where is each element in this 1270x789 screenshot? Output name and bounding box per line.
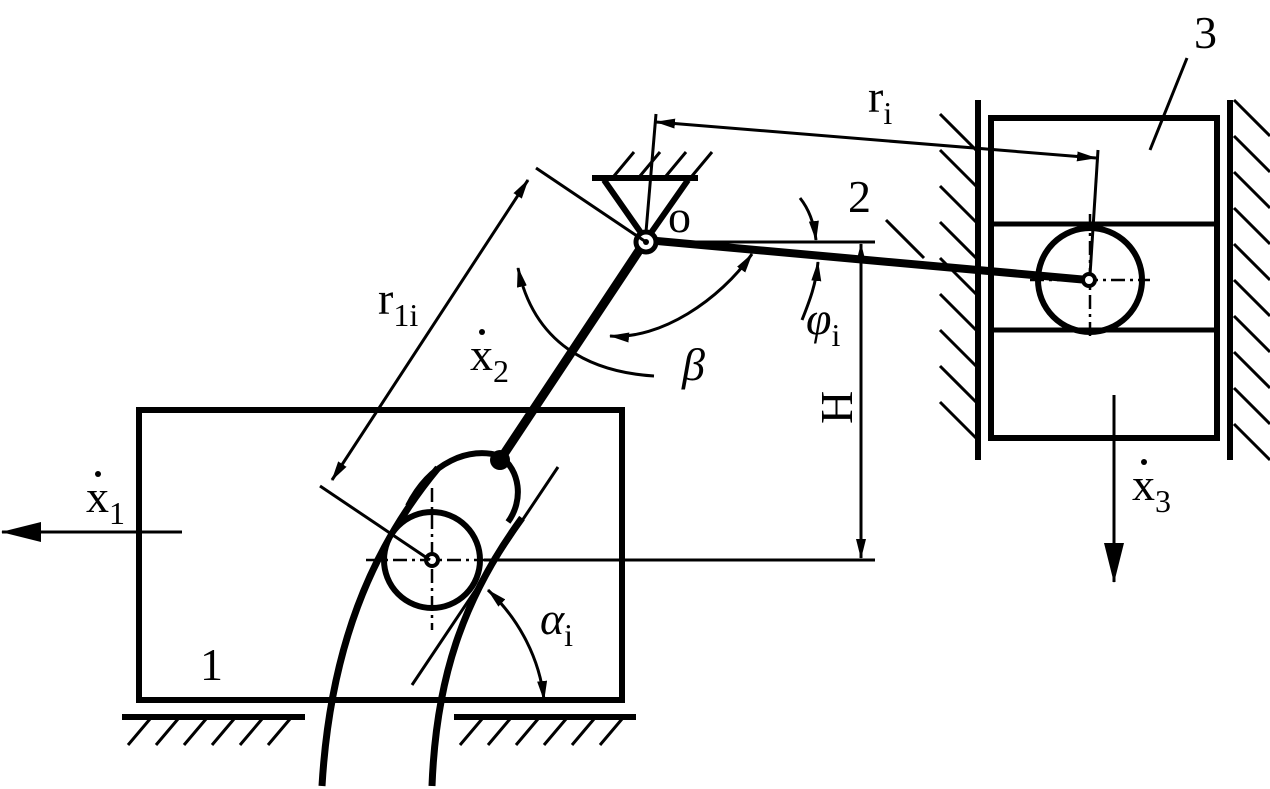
label-beta: β [681, 339, 705, 390]
roller-1-pin [424, 552, 440, 568]
roller-3-pin [1081, 272, 1097, 288]
label-r-1i: r1i [378, 273, 418, 333]
phi-arc-bottom [800, 261, 822, 321]
label-x2: x2 [470, 329, 509, 389]
alpha-arc [486, 588, 548, 701]
ground-bottom [122, 714, 636, 746]
lever-arm-right [645, 236, 1089, 284]
label-h: H [811, 391, 862, 424]
beta-arc [609, 253, 754, 343]
label-body-1: 1 [200, 639, 223, 690]
dimension-r-1i [319, 166, 647, 562]
label-body-2: 2 [848, 171, 871, 222]
x1-dot [95, 471, 101, 477]
x3-dot [1141, 459, 1147, 465]
x2-rotation-arrow [516, 267, 655, 378]
lever-joint-blob [490, 450, 510, 470]
body-3-block [988, 115, 1220, 441]
body-3-leader [1148, 57, 1189, 151]
phi-arc-top [798, 197, 819, 241]
slant-reference-line [410, 466, 560, 686]
label-pivot-o: o [668, 191, 691, 242]
dimension-r-i [644, 113, 1100, 276]
label-body-3: 3 [1194, 7, 1217, 58]
x2-dot [479, 329, 485, 335]
label-x3: x3 [1132, 459, 1171, 519]
label-r-i: ri [868, 71, 892, 131]
label-x1: x1 [86, 471, 125, 531]
curved-guide-right [428, 515, 525, 787]
label-phi-i: φi [806, 293, 840, 353]
label-alpha-i: αi [540, 593, 573, 653]
